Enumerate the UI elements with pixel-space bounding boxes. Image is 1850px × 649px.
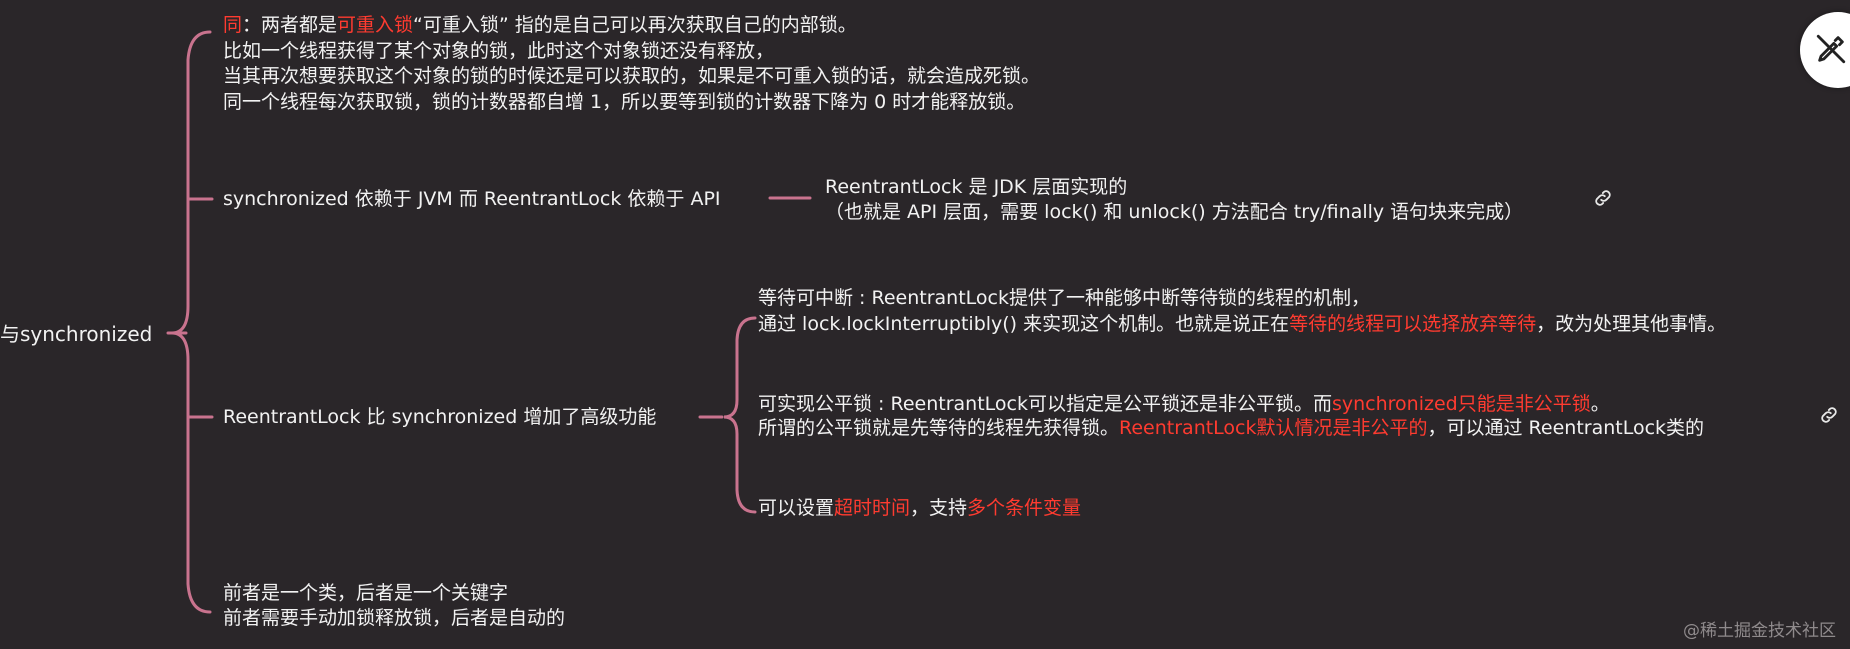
condition-highlight: 多个条件变量 [967, 497, 1082, 519]
branch-same-line2: 比如一个线程获得了某个对象的锁，此时这个对象锁还没有释放， [223, 40, 775, 62]
branch-same-line3: 当其再次想要获取这个对象的锁的时候还是可以获取的，如果是不可重入锁的话，就会造成… [223, 65, 1041, 87]
interrupt-highlight: 等待的线程可以选择放弃等待 [1289, 313, 1537, 335]
root-node[interactable]: 与synchronized [0, 322, 153, 346]
interrupt-text-b: ，改为处理其他事情。 [1536, 313, 1727, 335]
link-icon-fair[interactable] [1818, 404, 1840, 426]
fair-text-b: 。 [1590, 393, 1610, 415]
interrupt-text-a: 通过 lock.lockInterruptibly() 来实现这个机制。也就是说… [758, 313, 1290, 335]
advanced-interrupt-line1[interactable]: 等待可中断 : ReentrantLock提供了一种能够中断等待锁的线程的机制， [758, 287, 1370, 309]
timeout-highlight: 超时时间 [834, 497, 911, 519]
dependency-child-line2: （也就是 API 层面，需要 lock() 和 unlock() 方法配合 tr… [825, 201, 1524, 223]
dependency-child-line1[interactable]: ReentrantLock 是 JDK 层面实现的 [825, 176, 1128, 198]
timeout-text-b: ，支持 [910, 497, 968, 519]
same-colon: ：两者都是 [242, 14, 338, 36]
advanced-bracket [723, 316, 757, 514]
branch-same-line4: 同一个线程每次获取锁，锁的计数器都自增 1，所以要等到锁的计数器下降为 0 时才… [223, 91, 1026, 113]
same-highlight: 可重入锁 [337, 14, 414, 36]
fair-highlight-1: synchronized只能是非公平锁 [1331, 393, 1591, 415]
link-icon[interactable] [1592, 187, 1614, 209]
main-bracket [171, 30, 212, 614]
watermark: @稀土掘金技术社区 [1683, 621, 1836, 641]
advanced-fair-line1[interactable]: 可实现公平锁 : ReentrantLock可以指定是公平锁还是非公平锁。而sy… [758, 390, 1610, 418]
fair-highlight-2: ReentrantLock默认情况是非公平的 [1119, 417, 1428, 439]
advanced-interrupt-line2: 通过 lock.lockInterruptibly() 来实现这个机制。也就是说… [758, 310, 1726, 338]
fair-text-d: ，可以通过 ReentrantLock类的 [1427, 417, 1705, 439]
fair-text-c: 所谓的公平锁就是先等待的线程先获得锁。 [758, 417, 1120, 439]
advanced-fair-line2: 所谓的公平锁就是先等待的线程先获得锁。ReentrantLock默认情况是非公平… [758, 414, 1704, 442]
branch-dependency[interactable]: synchronized 依赖于 JVM 而 ReentrantLock 依赖于… [223, 188, 721, 210]
branch-same-line1[interactable]: 同：两者都是可重入锁“可重入锁” 指的是自己可以再次获取自己的内部锁。 [223, 11, 857, 39]
branch-class-keyword-line1[interactable]: 前者是一个类，后者是一个关键字 [223, 582, 509, 604]
branch-class-keyword-line2: 前者需要手动加锁释放锁，后者是自动的 [223, 607, 566, 629]
advanced-timeout[interactable]: 可以设置超时时间，支持多个条件变量 [758, 494, 1081, 522]
fair-text-a: 可实现公平锁 : ReentrantLock可以指定是公平锁还是非公平锁。而 [758, 393, 1332, 415]
pen-off-icon [1816, 34, 1846, 64]
branch-advanced[interactable]: ReentrantLock 比 synchronized 增加了高级功能 [223, 406, 657, 428]
same-prefix: 同 [223, 14, 243, 36]
same-rest: “可重入锁” 指的是自己可以再次获取自己的内部锁。 [413, 14, 857, 36]
timeout-text-a: 可以设置 [758, 497, 835, 519]
